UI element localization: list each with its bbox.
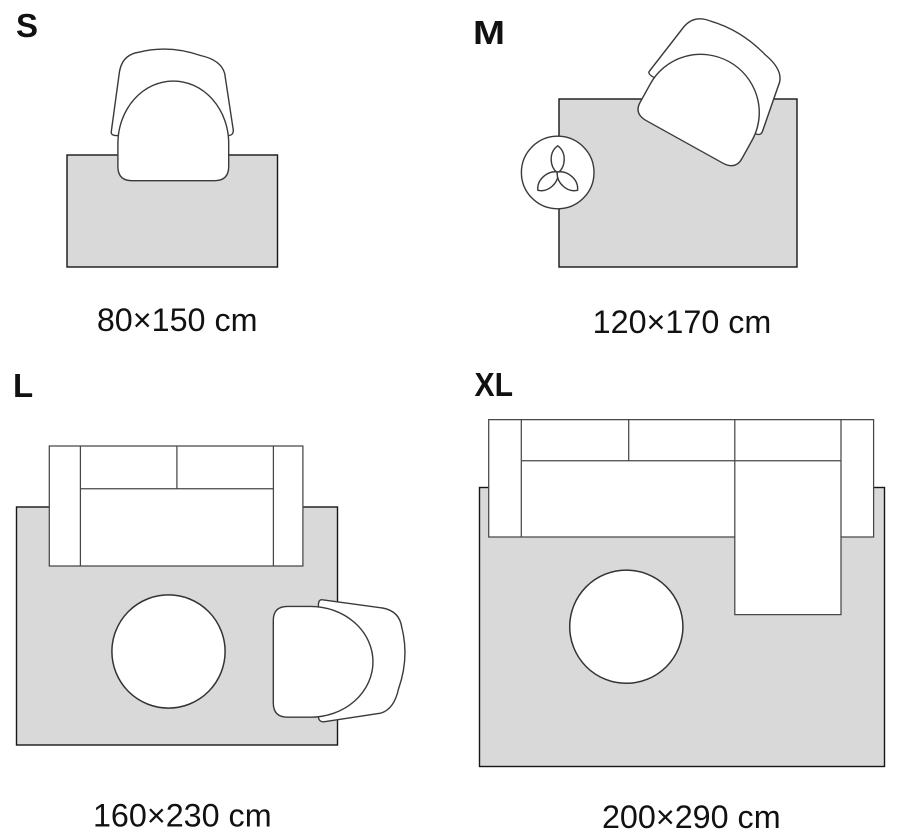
svg-text:200×290 cm: 200×290 cm: [602, 799, 781, 835]
svg-text:120×170 cm: 120×170 cm: [593, 304, 772, 340]
svg-text:L: L: [13, 367, 33, 404]
svg-text:XL: XL: [475, 366, 514, 403]
svg-text:80×150 cm: 80×150 cm: [97, 302, 258, 338]
svg-text:S: S: [16, 7, 38, 44]
svg-text:160×230 cm: 160×230 cm: [93, 798, 272, 834]
svg-text:M: M: [473, 14, 505, 51]
